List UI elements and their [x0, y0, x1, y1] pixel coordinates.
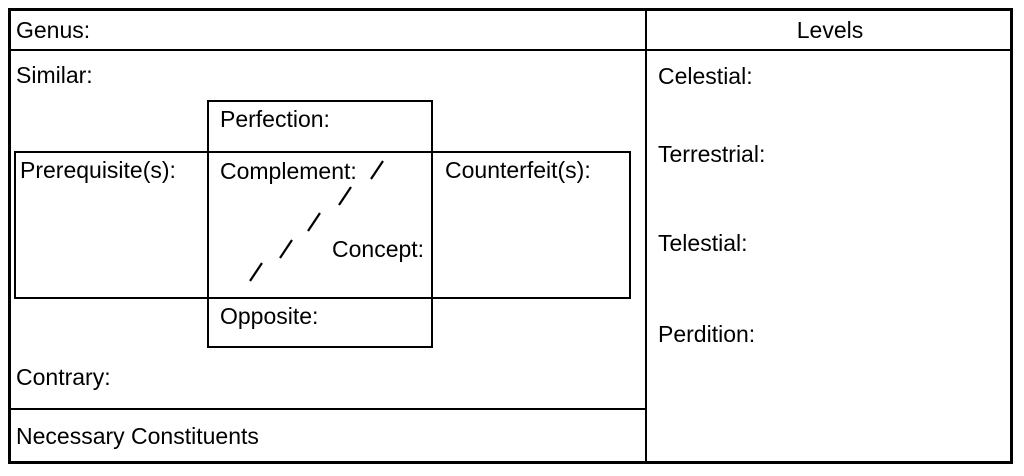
- perfection-label: Perfection:: [220, 106, 330, 132]
- concept-center-box: [207, 100, 433, 348]
- genus-label: Genus:: [16, 17, 91, 43]
- celestial-label: Celestial:: [658, 63, 753, 89]
- necessary-constituents-label: Necessary Constituents: [16, 423, 259, 449]
- telestial-label: Telestial:: [658, 230, 748, 256]
- perdition-label: Perdition:: [658, 321, 756, 347]
- terrestrial-label: Terrestrial:: [658, 141, 766, 167]
- contrary-label: Contrary:: [16, 364, 111, 390]
- levels-header: Levels: [796, 17, 864, 43]
- worksheet-outer-border: [8, 8, 1013, 464]
- header-row-divider-line: [8, 49, 1013, 51]
- prerequisites-label: Prerequisite(s):: [20, 157, 176, 183]
- counterfeits-label: Counterfeit(s):: [445, 157, 591, 183]
- complement-label: Complement:: [220, 158, 357, 184]
- similar-label: Similar:: [16, 62, 93, 88]
- opposite-label: Opposite:: [220, 303, 319, 329]
- concept-label: Concept:: [332, 236, 425, 262]
- necessary-row-divider-line: [8, 408, 647, 410]
- prerequisite-counterfeit-box: [14, 151, 631, 299]
- panel-divider-line: [645, 8, 647, 464]
